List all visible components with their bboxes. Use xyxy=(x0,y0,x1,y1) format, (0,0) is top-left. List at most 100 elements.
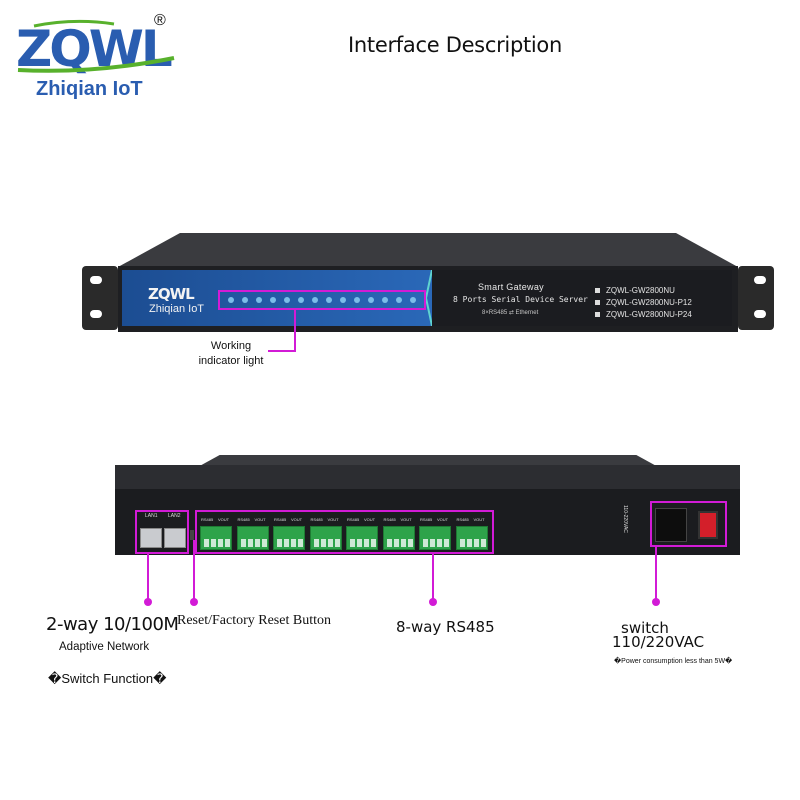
zqwl-logo-icon: ZQWL xyxy=(16,19,175,78)
indicator-led xyxy=(312,297,318,303)
terminal-screw xyxy=(277,539,282,547)
registered-mark: ® xyxy=(154,12,166,29)
terminal-screw xyxy=(473,539,479,547)
indicator-led xyxy=(256,297,262,303)
rs485-callout-dot xyxy=(429,598,437,606)
rs485-tag: RS485 xyxy=(456,517,469,522)
terminal-screw xyxy=(386,539,392,547)
terminal-screw xyxy=(218,539,223,547)
lan2-port[interactable] xyxy=(164,528,186,548)
vac-side-label: 110-220VAC xyxy=(622,505,628,533)
terminal-screw xyxy=(400,539,406,547)
power-callout-line xyxy=(655,547,657,600)
rs485-terminals-group: RS485 VOUT RS485 VOUT RS485 VOUT RS485 VOUT RS48… xyxy=(195,510,494,554)
lan2-label: LAN2 xyxy=(168,513,181,519)
brand-logo: ZQWL ® xyxy=(14,12,184,109)
terminal-screw xyxy=(327,539,333,547)
rs485-terminal-block[interactable]: RS485 VOUT xyxy=(200,517,232,550)
vout-tag: VOUT xyxy=(364,517,376,522)
terminal-screw xyxy=(423,539,428,547)
led-callout-line-h xyxy=(268,350,296,352)
lan-callout-dot xyxy=(144,598,152,606)
reset-button[interactable] xyxy=(190,530,194,540)
vout-tag: VOUT xyxy=(218,517,230,522)
page-title: Interface Description xyxy=(348,33,562,57)
front-brand-subtitle: Zhiqian IoT xyxy=(149,303,205,315)
terminal-screw xyxy=(444,539,449,547)
terminal-screw xyxy=(430,539,435,547)
front-brand: ZQWL xyxy=(148,285,195,303)
rear-device-top-face xyxy=(115,465,740,491)
terminal-screw xyxy=(350,539,355,547)
rs485-tag: RS485 xyxy=(274,517,287,522)
indicator-led xyxy=(298,297,304,303)
rs485-tag: RS485 xyxy=(383,517,396,522)
rs485-label: 8-way RS485 xyxy=(396,618,495,636)
indicator-led xyxy=(228,297,234,303)
rs485-tag: RS485 xyxy=(201,517,214,522)
indicator-led xyxy=(396,297,402,303)
lan1-label: LAN1 xyxy=(145,513,158,519)
indicator-led xyxy=(242,297,248,303)
lan1-port[interactable] xyxy=(140,528,162,548)
rs485-tag: RS485 xyxy=(420,517,433,522)
product-small-text: 8×RS485 ⇄ Ethernet xyxy=(482,310,539,316)
panel-divider-chevron xyxy=(425,270,433,326)
indicator-led xyxy=(368,297,374,303)
rs485-tag: RS485 xyxy=(347,517,360,522)
vac-label: 110/220VAC xyxy=(612,633,705,651)
indicator-led-strip xyxy=(218,290,426,310)
rs485-tag: RS485 xyxy=(237,517,250,522)
indicator-led xyxy=(326,297,332,303)
led-callout-line xyxy=(294,310,296,352)
product-title: Smart Gateway xyxy=(478,282,544,292)
terminal-screw xyxy=(261,539,267,547)
product-subtitle: 8 Ports Serial Device Server xyxy=(453,295,588,304)
indicator-led xyxy=(340,297,346,303)
terminal-screw xyxy=(211,539,216,547)
model-list: ZQWL-GW2800NU ZQWL-GW2800NU-P12 ZQWL-GW2… xyxy=(595,284,692,320)
lan-callout-line xyxy=(147,554,149,600)
indicator-led xyxy=(410,297,416,303)
rs485-tag: RS485 xyxy=(310,517,323,522)
terminal-screw xyxy=(204,539,209,547)
vout-tag: VOUT xyxy=(254,517,266,522)
model-item: ZQWL-GW2800NU-P12 xyxy=(595,296,692,308)
indicator-led xyxy=(354,297,360,303)
terminal-screw xyxy=(284,539,289,547)
power-consumption-note: �Power consumption less than 5W� xyxy=(614,658,733,665)
rs485-callout-line xyxy=(432,554,434,600)
power-callout-dot xyxy=(652,598,660,606)
model-item: ZQWL-GW2800NU xyxy=(595,284,692,296)
vout-tag: VOUT xyxy=(437,517,449,522)
terminal-screw xyxy=(357,539,362,547)
front-device-top xyxy=(118,233,738,267)
rs485-terminal-block[interactable]: RS485 VOUT xyxy=(236,517,269,550)
brand-subtitle: Zhiqian IoT xyxy=(36,78,143,100)
lan-label-title: 2-way 10/100M xyxy=(46,614,179,635)
terminal-screw xyxy=(291,539,296,547)
terminal-screw xyxy=(320,539,326,547)
power-socket xyxy=(655,508,687,542)
front-left-mount-ear xyxy=(82,266,118,330)
terminal-screw xyxy=(334,539,340,547)
rs485-terminal-block[interactable]: RS485 VOUT xyxy=(346,517,378,550)
rs485-terminal-block[interactable]: RS485 VOUT xyxy=(455,517,488,550)
lan-label-function: �Switch Function� xyxy=(48,671,167,686)
terminal-screw xyxy=(437,539,442,547)
front-right-mount-ear xyxy=(738,266,774,330)
terminal-screw xyxy=(240,539,246,547)
vout-tag: VOUT xyxy=(473,517,485,522)
indicator-led xyxy=(270,297,276,303)
terminal-screw xyxy=(393,539,399,547)
rs485-terminal-block[interactable]: RS485 VOUT xyxy=(419,517,451,550)
power-switch[interactable] xyxy=(698,511,718,539)
terminal-screw xyxy=(466,539,472,547)
power-group xyxy=(650,501,727,547)
reset-label: Reset/Factory Reset Button xyxy=(177,613,331,628)
lan-ports-group: LAN1 LAN2 xyxy=(135,510,189,554)
terminal-screw xyxy=(298,539,303,547)
